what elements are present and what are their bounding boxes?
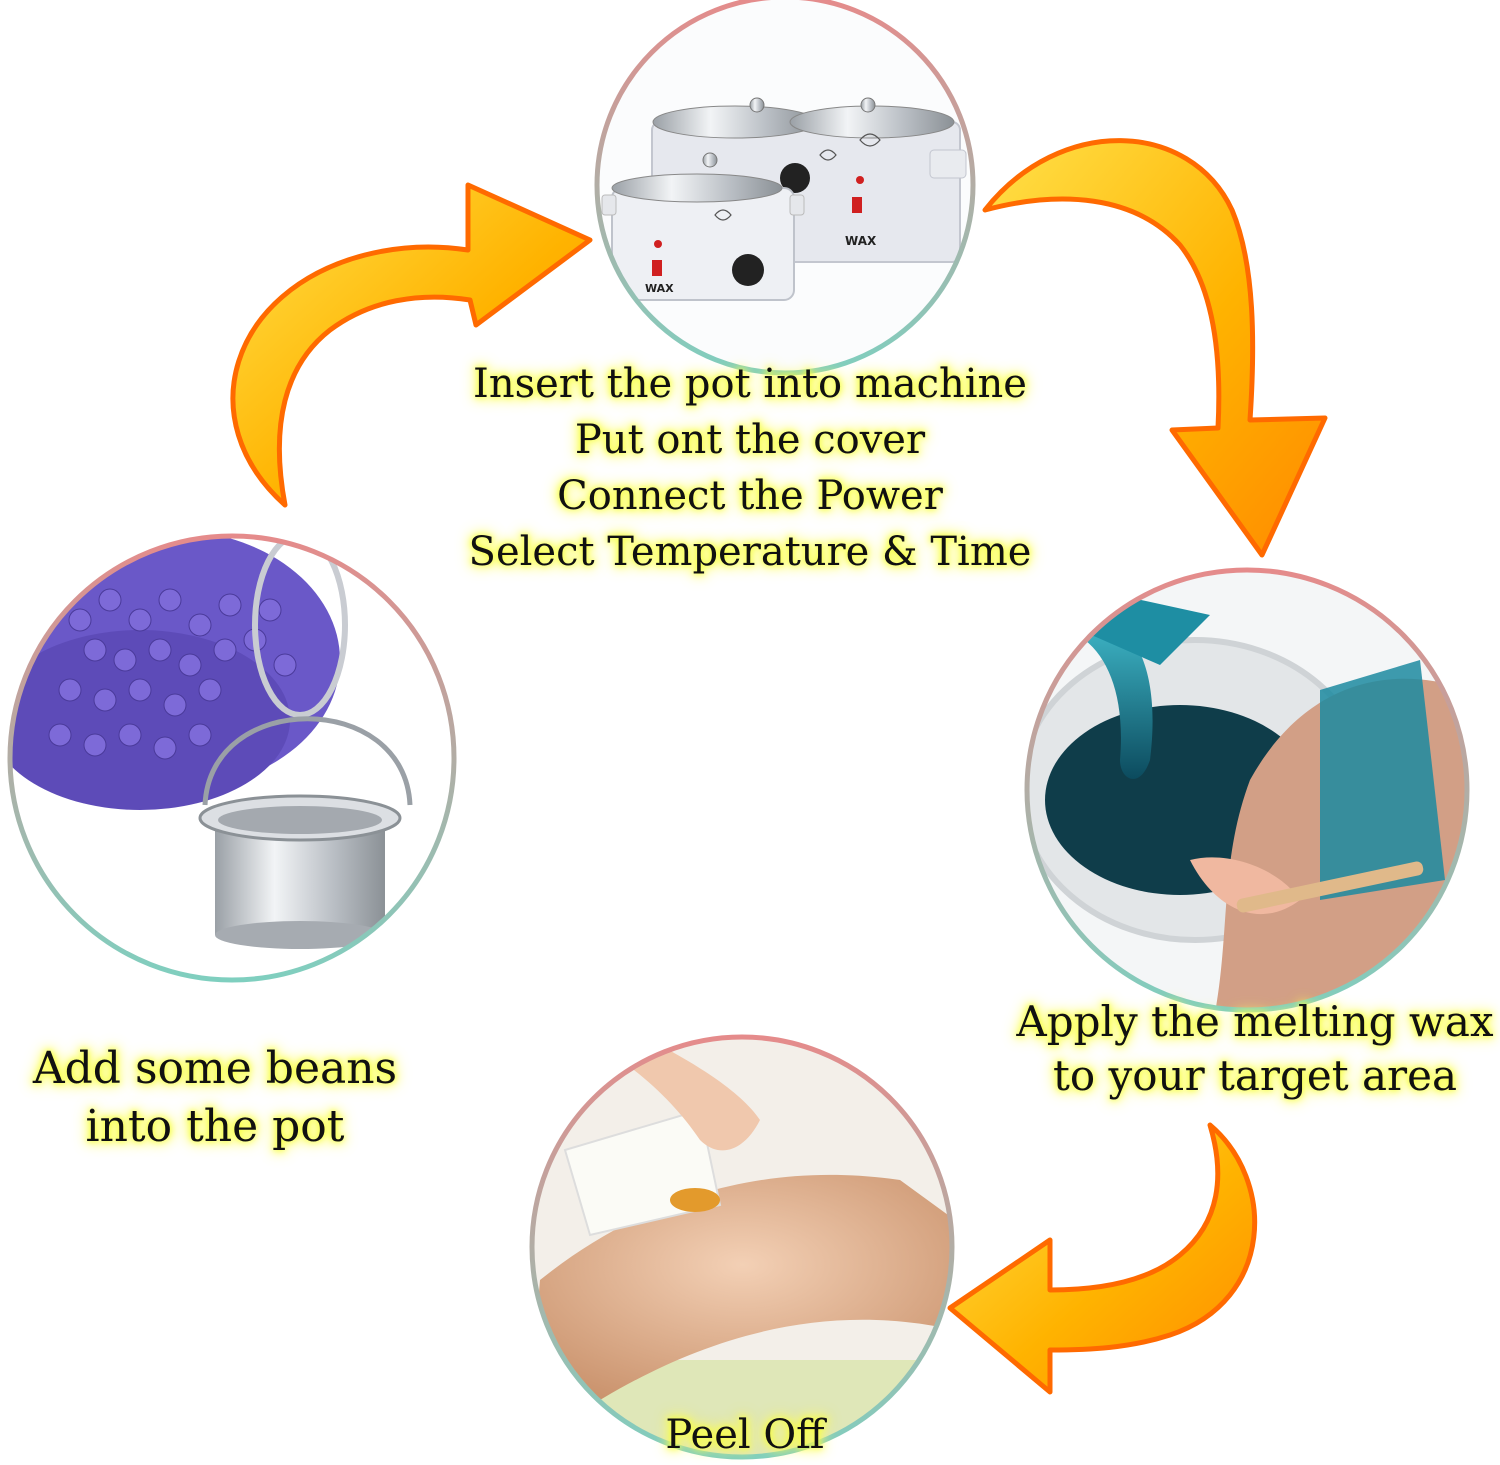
caption-beans-line: into the pot (85, 1101, 345, 1152)
caption-machine-step: Insert the pot into machine Put ont the … (400, 356, 1100, 580)
step-beans-photo (7, 533, 457, 983)
step-apply-ring (1024, 567, 1470, 1013)
caption-apply-step: Apply the melting wax to your target are… (1010, 995, 1500, 1103)
caption-peel-line: Peel Off (665, 1412, 825, 1458)
single-warmer-body (611, 187, 795, 301)
arrow-beans-to-machine (230, 182, 593, 508)
arrow-machine-to-apply (982, 138, 1328, 558)
arrow-apply-to-peel (947, 1122, 1258, 1395)
caption-apply-line: to your target area (1053, 1051, 1457, 1100)
step-machine-ring (594, 0, 976, 376)
device-wax-label-front: WAX (645, 282, 674, 295)
caption-machine-line: Select Temperature & Time (468, 529, 1032, 575)
step-beans-ring (7, 533, 457, 983)
caption-machine-line: Put ont the cover (574, 417, 926, 463)
step-peel-ring (529, 1034, 955, 1460)
caption-beans-line: Add some beans (32, 1043, 398, 1094)
step-peel-photo (529, 1034, 955, 1460)
caption-apply-line: Apply the melting wax (1016, 997, 1494, 1046)
caption-peel-step: Peel Off (590, 1410, 900, 1460)
step-apply-photo (1024, 567, 1470, 1013)
caption-machine-line: Insert the pot into machine (473, 361, 1027, 407)
device-wax-label: WAX (845, 234, 877, 248)
step-machine-photo: WAX WAX (594, 0, 976, 376)
caption-beans-step: Add some beans into the pot (10, 1040, 420, 1156)
caption-machine-line: Connect the Power (557, 473, 943, 519)
